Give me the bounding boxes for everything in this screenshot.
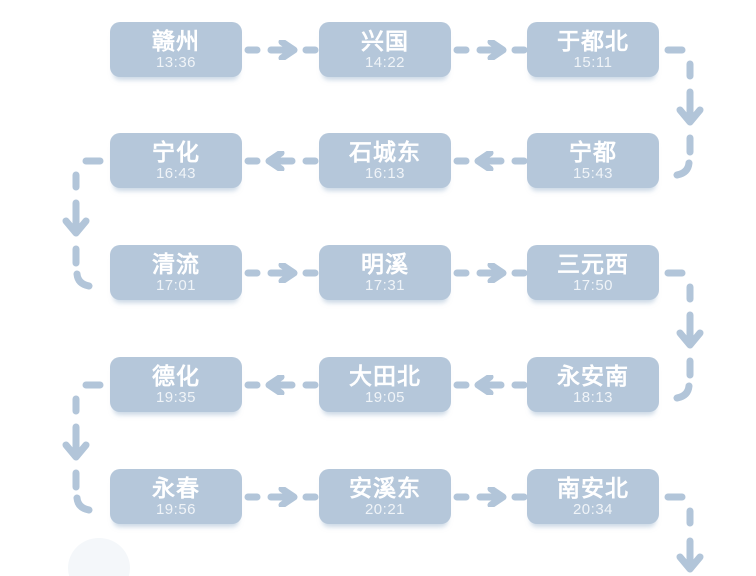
connector-down-exit-icon xyxy=(664,493,704,573)
station-card: 德化 19:35 xyxy=(110,357,242,412)
station-time: 19:35 xyxy=(155,388,197,406)
arrow-left-icon xyxy=(453,151,528,171)
station-name: 永春 xyxy=(152,474,200,501)
station-name: 明溪 xyxy=(361,250,409,277)
arrow-left-icon xyxy=(244,151,319,171)
station-time: 16:13 xyxy=(364,164,406,182)
station-time: 14:22 xyxy=(364,53,406,71)
station-name: 宁都 xyxy=(569,138,617,165)
station-name: 德化 xyxy=(152,362,200,389)
station-card: 兴国 14:22 xyxy=(319,22,451,77)
station-card: 三元西 17:50 xyxy=(527,245,659,300)
station-time: 16:43 xyxy=(155,164,197,182)
station-card: 宁化 16:43 xyxy=(110,133,242,188)
station-time: 13:36 xyxy=(155,53,197,71)
station-name: 清流 xyxy=(152,250,200,277)
station-card: 永安南 18:13 xyxy=(527,357,659,412)
station-name: 南安北 xyxy=(557,474,629,501)
station-card: 大田北 19:05 xyxy=(319,357,451,412)
connector-down-left-icon xyxy=(62,157,104,290)
connector-down-left-icon xyxy=(62,381,104,514)
arrow-right-icon xyxy=(453,40,528,60)
station-time: 19:05 xyxy=(364,388,406,406)
station-time: 17:50 xyxy=(572,276,614,294)
station-card: 宁都 15:43 xyxy=(527,133,659,188)
arrow-right-icon xyxy=(244,487,319,507)
station-time: 15:11 xyxy=(573,53,613,71)
station-name: 安溪东 xyxy=(349,474,421,501)
station-time: 19:56 xyxy=(155,500,197,518)
station-card: 安溪东 20:21 xyxy=(319,469,451,524)
arrow-left-icon xyxy=(453,375,528,395)
arrow-right-icon xyxy=(244,263,319,283)
station-time: 15:43 xyxy=(572,164,614,182)
station-name: 赣州 xyxy=(152,27,200,54)
station-card: 明溪 17:31 xyxy=(319,245,451,300)
station-card: 赣州 13:36 xyxy=(110,22,242,77)
connector-down-right-icon xyxy=(664,46,704,179)
station-name: 于都北 xyxy=(557,27,629,54)
station-time: 17:01 xyxy=(155,276,197,294)
arrow-left-icon xyxy=(244,375,319,395)
station-name: 宁化 xyxy=(152,138,200,165)
station-name: 石城东 xyxy=(349,138,421,165)
arrow-right-icon xyxy=(244,40,319,60)
station-card: 永春 19:56 xyxy=(110,469,242,524)
watermark-blob xyxy=(68,538,130,576)
station-card: 于都北 15:11 xyxy=(527,22,659,77)
station-name: 永安南 xyxy=(557,362,629,389)
station-card: 清流 17:01 xyxy=(110,245,242,300)
station-time: 17:31 xyxy=(364,276,406,294)
station-time: 18:13 xyxy=(572,388,614,406)
station-card: 石城东 16:13 xyxy=(319,133,451,188)
station-name: 三元西 xyxy=(557,250,629,277)
station-card: 南安北 20:34 xyxy=(527,469,659,524)
station-name: 兴国 xyxy=(361,27,409,54)
station-time: 20:21 xyxy=(364,500,406,518)
station-time: 20:34 xyxy=(572,500,614,518)
connector-down-right-icon xyxy=(664,269,704,402)
arrow-right-icon xyxy=(453,487,528,507)
station-name: 大田北 xyxy=(349,362,421,389)
arrow-right-icon xyxy=(453,263,528,283)
